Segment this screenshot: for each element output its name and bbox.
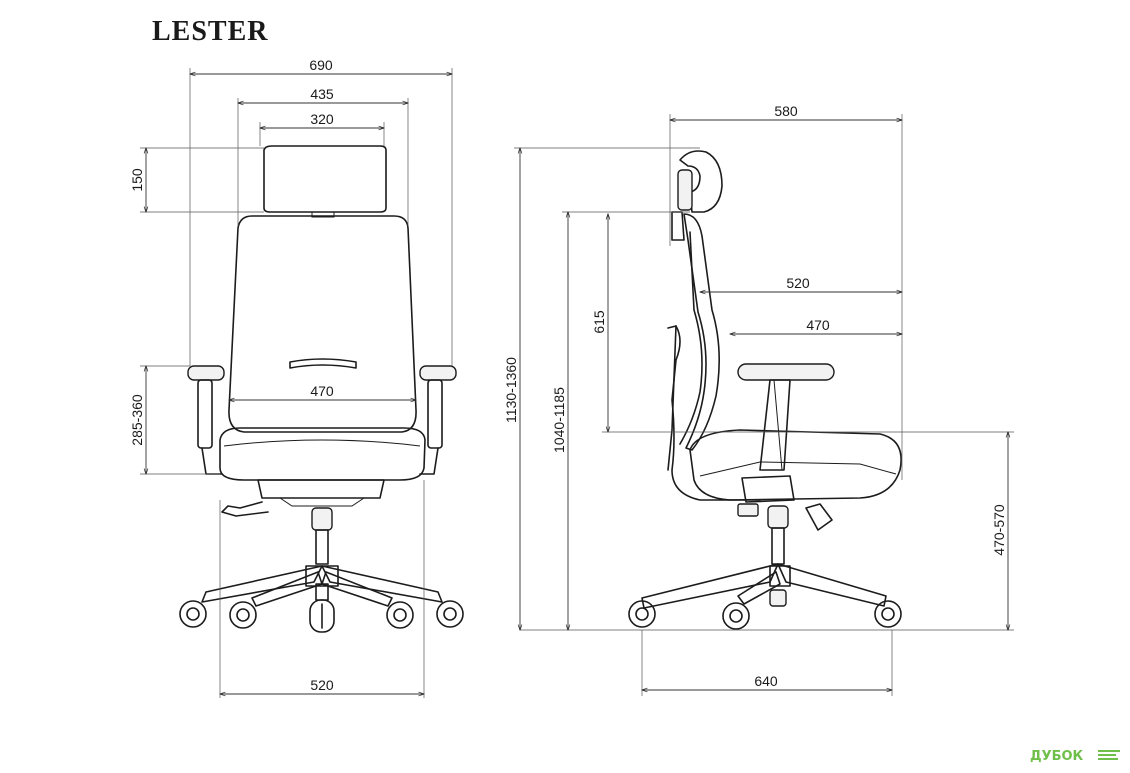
product-title: LESTER bbox=[152, 16, 269, 47]
dim-seat-depth: 470 bbox=[730, 317, 902, 334]
front-chair-outline bbox=[179, 145, 464, 633]
label-back-height: 615 bbox=[591, 310, 607, 334]
dim-base-width: 520 bbox=[220, 480, 424, 698]
watermark-brand: ДУБОК bbox=[1030, 749, 1084, 764]
dim-armrest-height: 285-360 bbox=[129, 366, 220, 474]
dim-depth-total: 580 bbox=[670, 103, 902, 480]
dim-back-width: 435 bbox=[238, 86, 408, 226]
dim-seat-height: 470-570 bbox=[991, 432, 1008, 630]
dim-base-depth: 640 bbox=[642, 630, 892, 696]
front-view: 690 435 320 150 285-360 bbox=[129, 57, 464, 698]
dim-headrest-height: 150 bbox=[129, 148, 264, 212]
dim-seat-width: 470 bbox=[229, 383, 416, 400]
side-chair-outline bbox=[628, 150, 902, 630]
label-width-total: 690 bbox=[309, 57, 333, 73]
label-headrest-width: 320 bbox=[310, 111, 334, 127]
dim-armrest-depth: 520 bbox=[700, 275, 902, 292]
label-armrest-height: 285-360 bbox=[129, 394, 145, 446]
label-height-total: 1130-1360 bbox=[503, 357, 519, 423]
label-seat-depth: 470 bbox=[806, 317, 830, 333]
label-depth-total: 580 bbox=[774, 103, 798, 119]
dim-back-height: 615 bbox=[591, 214, 1014, 432]
dim-backrest-height: 1040-1185 bbox=[551, 212, 690, 630]
label-seat-width: 470 bbox=[310, 383, 334, 399]
label-base-depth: 640 bbox=[754, 673, 778, 689]
dim-width-total: 690 bbox=[190, 57, 452, 366]
label-headrest-height: 150 bbox=[129, 168, 145, 192]
label-base-width: 520 bbox=[310, 677, 334, 693]
label-seat-height: 470-570 bbox=[991, 504, 1007, 556]
dim-height-total: 1130-1360 bbox=[503, 148, 700, 630]
label-back-width: 435 bbox=[310, 86, 334, 102]
side-view: 580 1130-1360 1040-1185 615 520 470 bbox=[503, 103, 1014, 696]
dim-headrest-width: 320 bbox=[260, 111, 384, 146]
watermark-logo: ДУБОК bbox=[1030, 749, 1120, 764]
label-armrest-depth: 520 bbox=[786, 275, 810, 291]
label-backrest-height: 1040-1185 bbox=[551, 387, 567, 453]
